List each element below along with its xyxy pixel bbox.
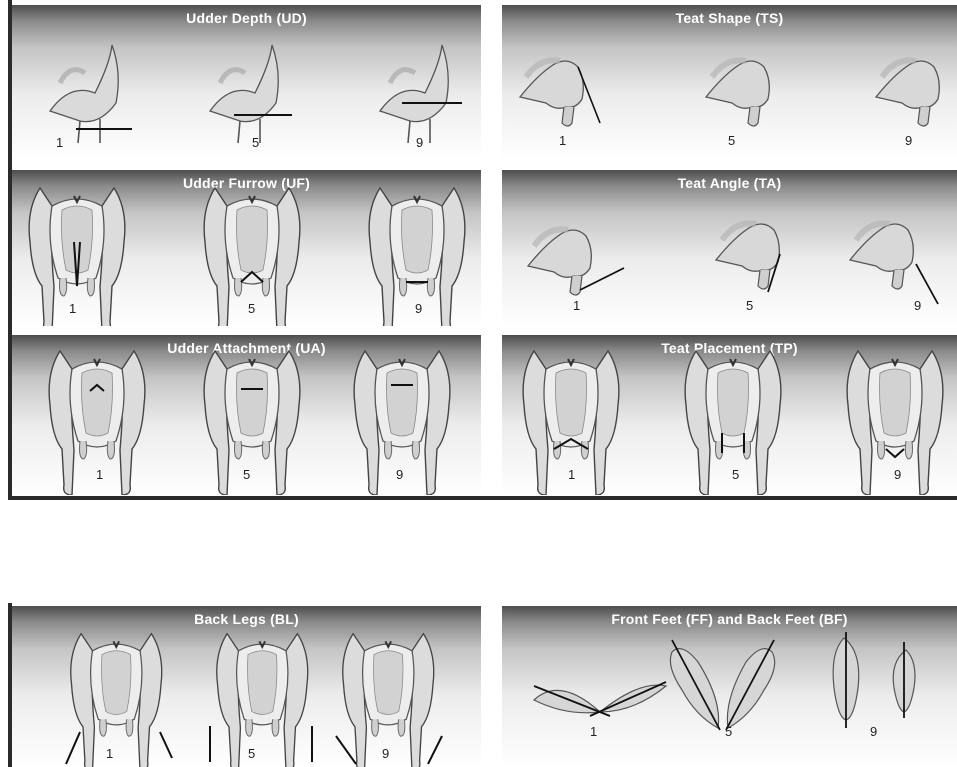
score-label-1: 1 xyxy=(96,467,103,482)
top-frame-bottom-border xyxy=(8,496,957,500)
score-label-5: 5 xyxy=(243,467,250,482)
score-label-1: 1 xyxy=(573,298,580,313)
score-label-5: 5 xyxy=(252,135,259,150)
score-label-9: 9 xyxy=(894,467,901,482)
panel-teat-shape: Teat Shape (TS) 1 5 9 xyxy=(502,5,957,161)
panel-teat-placement: Teat Placement (TP) 1 5 9 xyxy=(502,335,957,496)
score-label-1: 1 xyxy=(590,724,597,739)
teat-shape-figure-5 xyxy=(702,37,792,137)
udder-furrow-figure-1 xyxy=(22,182,132,326)
score-label-5: 5 xyxy=(746,298,753,313)
panel-udder-furrow: Udder Furrow (UF) 1 5 9 xyxy=(12,170,481,326)
score-label-1: 1 xyxy=(559,133,566,148)
score-label-1: 1 xyxy=(568,467,575,482)
panel-title: Front Feet (FF) and Back Feet (BF) xyxy=(502,611,957,627)
score-label-9: 9 xyxy=(415,301,422,316)
score-label-1: 1 xyxy=(106,746,113,761)
score-label-9: 9 xyxy=(382,746,389,761)
teat-angle-figure-9 xyxy=(846,200,956,310)
feet-figure-5 xyxy=(662,636,786,740)
score-label-9: 9 xyxy=(416,135,423,150)
score-label-1: 1 xyxy=(69,301,76,316)
teat-shape-figure-9 xyxy=(872,37,957,137)
udder-depth-figure-9 xyxy=(370,33,480,153)
back-legs-figure-5 xyxy=(204,628,324,767)
panel-title: Udder Depth (UD) xyxy=(12,10,481,26)
score-label-9: 9 xyxy=(870,724,877,739)
panel-teat-angle: Teat Angle (TA) 1 5 9 xyxy=(502,170,957,326)
feet-figure-1 xyxy=(530,656,670,736)
feet-figure-9 xyxy=(814,628,924,738)
panel-udder-depth: Udder Depth (UD) 1 5 9 xyxy=(12,5,481,161)
score-label-5: 5 xyxy=(725,724,732,739)
score-label-9: 9 xyxy=(905,133,912,148)
score-label-9: 9 xyxy=(396,467,403,482)
back-legs-figure-1 xyxy=(58,628,178,767)
teat-angle-figure-5 xyxy=(712,200,832,300)
score-label-5: 5 xyxy=(732,467,739,482)
panel-title: Teat Angle (TA) xyxy=(502,175,957,191)
score-label-5: 5 xyxy=(248,746,255,761)
panel-title: Teat Shape (TS) xyxy=(502,10,957,26)
teat-shape-figure-1 xyxy=(516,37,606,137)
udder-attachment-figure-5 xyxy=(197,345,307,495)
panel-front-and-back-feet: Front Feet (FF) and Back Feet (BF) 1 5 9 xyxy=(502,606,957,767)
score-label-9: 9 xyxy=(914,298,921,313)
teat-angle-figure-1 xyxy=(524,206,644,306)
score-label-1: 1 xyxy=(56,135,63,150)
score-label-5: 5 xyxy=(728,133,735,148)
panel-back-legs: Back Legs (BL) 1 5 9 xyxy=(12,606,481,767)
panel-udder-attachment: Udder Attachment (UA) 1 5 9 xyxy=(12,335,481,496)
panel-title: Back Legs (BL) xyxy=(12,611,481,627)
score-label-5: 5 xyxy=(248,301,255,316)
